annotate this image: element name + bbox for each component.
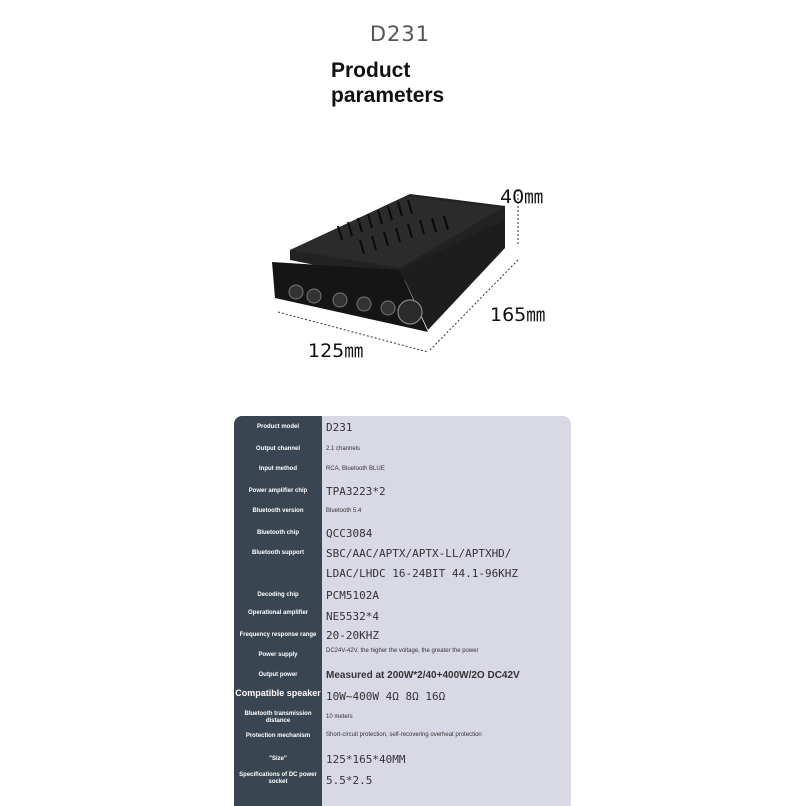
spec-value: 2.1 channels <box>326 446 361 452</box>
spec-label: Operational amplifier <box>247 610 308 616</box>
spec-value: PCM5102A <box>326 589 379 602</box>
title-line-1: Product <box>331 59 411 82</box>
dimension-width: 125㎜ <box>308 340 364 362</box>
amplifier-product-image <box>272 190 519 353</box>
spec-label: Compatible speaker <box>235 688 321 698</box>
spec-label: "Size" <box>269 756 287 762</box>
spec-label: Bluetooth transmission distance <box>244 711 312 724</box>
spec-value: D231 <box>326 421 353 434</box>
spec-label: Output channel <box>256 446 300 452</box>
spec-label: Specifications of DC power socket <box>239 772 317 785</box>
spec-value: 125*165*40MM <box>326 753 406 766</box>
spec-label: Bluetooth chip <box>257 530 299 536</box>
spec-label: Bluetooth version <box>252 508 304 514</box>
title-line-2: parameters <box>331 84 445 107</box>
spec-label: Output power <box>258 672 298 678</box>
spec-label: Protection mechanism <box>245 733 311 739</box>
spec-label-column <box>234 416 322 806</box>
dimension-height: 40㎜ <box>500 186 544 208</box>
spec-label: Frequency response range <box>239 632 317 638</box>
spec-value: Short-circuit protection, self-recoverin… <box>326 732 482 738</box>
spec-value: SBC/AAC/APTX/APTX-LL/APTXHD/ <box>326 547 512 560</box>
spec-value: 10W~400W 4Ω 8Ω 16Ω <box>326 690 446 703</box>
spec-value: TPA3223*2 <box>326 485 386 498</box>
model-title: D231 <box>369 22 431 46</box>
spec-label: Input method <box>259 466 297 472</box>
spec-value: LDAC/LHDC 16-24BIT 44.1-96KHZ <box>326 567 519 580</box>
spec-label: Bluetooth support <box>252 550 304 556</box>
spec-label: Power amplifier chip <box>248 488 308 494</box>
spec-value: DC24V-42V, the higher the voltage, the g… <box>326 648 479 654</box>
spec-label: Power supply <box>258 652 298 658</box>
spec-value: 10 meters <box>326 714 353 720</box>
spec-value: RCA, Bluetooth BLUE <box>326 466 385 472</box>
spec-value: QCC3084 <box>326 527 373 540</box>
spec-value: Measured at 200W*2/40+400W/2O DC42V <box>326 670 520 681</box>
spec-value: Bluetooth 5.4 <box>326 508 362 514</box>
page-title: Product parameters <box>331 58 444 108</box>
spec-label: Product model <box>256 424 299 430</box>
spec-value: 20-20KHZ <box>326 629 379 642</box>
spec-value: NE5532*4 <box>326 610 379 623</box>
spec-value: 5.5*2.5 <box>326 774 373 787</box>
dimension-depth: 165㎜ <box>490 304 546 326</box>
spec-label: Decoding chip <box>257 592 299 598</box>
